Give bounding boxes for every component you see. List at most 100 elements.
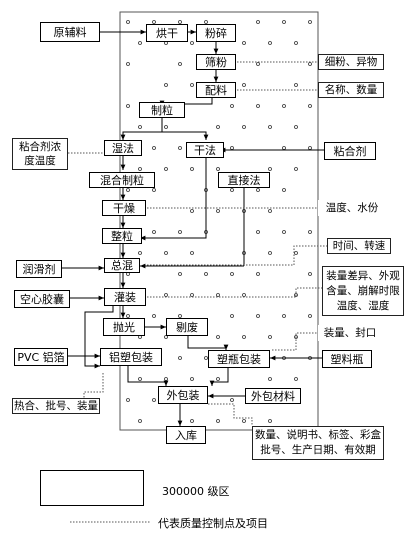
clean-zone-dot [152, 20, 156, 24]
clean-zone-dot [268, 41, 272, 45]
clean-zone-dot [216, 377, 220, 381]
clean-zone-dot [190, 419, 194, 423]
clean-zone-dot [164, 167, 168, 171]
clean-zone-dot [216, 293, 220, 297]
clean-zone-dot [256, 230, 260, 234]
bottle-qc-note: 装量、封口 [318, 325, 382, 341]
clean-zone-dot [138, 167, 142, 171]
clean-zone-dot [268, 419, 272, 423]
clean-zone-dot [204, 356, 208, 360]
clean-zone-dot [268, 167, 272, 171]
clean-zone-dot [242, 419, 246, 423]
clean-zone-dot [282, 314, 286, 318]
clean-zone-dot [126, 398, 130, 402]
clean-zone-dot [230, 104, 234, 108]
clean-zone-dot [308, 104, 312, 108]
clean-zone-dot [242, 41, 246, 45]
drying-qc-note: 温度、水份 [318, 200, 386, 216]
clean-zone-dot [190, 251, 194, 255]
clean-zone-dot [256, 104, 260, 108]
empty-capsule-box: 空心胶囊 [14, 290, 70, 308]
clean-zone-dot [282, 20, 286, 24]
clean-zone-dot [294, 293, 298, 297]
clean-zone-dot [294, 83, 298, 87]
clean-zone-dot [308, 20, 312, 24]
clean-zone-dot [126, 62, 130, 66]
clean-zone-dot [256, 20, 260, 24]
outer-material-box: 外包材料 [245, 388, 301, 404]
clean-zone-dot [242, 83, 246, 87]
binder-concentration-box: 粘合剂浓 度温度 [12, 138, 68, 170]
clean-zone-dot [230, 314, 234, 318]
drying2-box: 干燥 [102, 200, 146, 216]
clean-zone-dot [164, 251, 168, 255]
sizing-box: 整粒 [102, 228, 142, 244]
pvc-foil-box: PVC 铝箔 [14, 348, 68, 366]
clean-zone-dot [230, 398, 234, 402]
clean-zone-dot [190, 377, 194, 381]
clean-zone-dot [268, 335, 272, 339]
clean-zone-dot [152, 314, 156, 318]
sieving-box: 筛粉 [196, 54, 236, 70]
clean-zone-dot [230, 272, 234, 276]
outer-pack-box: 外包装 [158, 386, 208, 404]
mixing-qc-note: 时间、转速 [327, 238, 391, 254]
clean-zone-dot [126, 314, 130, 318]
plastic-bottle-box: 塑料瓶 [322, 350, 372, 368]
clean-zone-dot [268, 209, 272, 213]
lubricant-box: 润滑剂 [16, 260, 62, 278]
clean-zone-dot [126, 188, 130, 192]
legend-clean-zone-label: 300000 级区 [162, 485, 230, 498]
clean-zone-dot [190, 209, 194, 213]
clean-zone-dot [178, 356, 182, 360]
direct-compression-box: 直接法 [218, 172, 270, 188]
clean-zone-dot [216, 335, 220, 339]
clean-zone-dot [138, 125, 142, 129]
clean-zone-dot [294, 167, 298, 171]
blister-qc-note: 热合、批号、装量 [12, 398, 100, 414]
clean-zone-dot [152, 188, 156, 192]
polishing-box: 抛光 [103, 318, 145, 336]
clean-zone-dot [190, 41, 194, 45]
clean-zone-dot [178, 62, 182, 66]
blister-pack-box: 铝塑包装 [100, 348, 162, 366]
warehousing-box: 入库 [166, 426, 206, 444]
clean-zone-dot [138, 377, 142, 381]
clean-zone-dot [242, 335, 246, 339]
clean-zone-dot [282, 230, 286, 234]
clean-zone-dot [294, 125, 298, 129]
clean-zone-dot [164, 377, 168, 381]
clean-zone-dot [216, 125, 220, 129]
drying-box: 烘干 [146, 24, 188, 42]
legend-qc-line-label: 代表质量控制点及项目 [158, 517, 268, 530]
clean-zone-dot [178, 230, 182, 234]
clean-zone-dot [126, 104, 130, 108]
clean-zone-dot [138, 419, 142, 423]
batching-box: 配料 [196, 82, 236, 98]
clean-zone-dot [294, 335, 298, 339]
batching-qc-note: 名称、数量 [318, 82, 384, 98]
clean-zone-dot [216, 209, 220, 213]
clean-zone-dot [152, 230, 156, 234]
outer-qc-note: 数量、说明书、标签、彩盒 批号、生产日期、有效期 [252, 426, 384, 460]
clean-zone-dot [230, 188, 234, 192]
granulation-box: 制粒 [139, 102, 185, 118]
clean-zone-dot [138, 41, 142, 45]
raw-materials-box: 原辅料 [40, 22, 100, 42]
legend-clean-zone-swatch [40, 470, 144, 506]
clean-zone-dot [164, 83, 168, 87]
dry-method-box: 干法 [186, 142, 224, 158]
clean-zone-dot [294, 377, 298, 381]
clean-zone-dot [308, 314, 312, 318]
clean-zone-dot [294, 41, 298, 45]
clean-zone-border [119, 11, 319, 431]
clean-zone-dot [204, 272, 208, 276]
clean-zone-dot [138, 251, 142, 255]
clean-zone-dot [242, 125, 246, 129]
clean-zone-dot [164, 125, 168, 129]
wet-method-box: 湿法 [104, 140, 142, 156]
mixed-granulation-box: 混合制粒 [89, 172, 155, 188]
encapsulation-box: 灌装 [104, 288, 146, 306]
clean-zone-dot [190, 167, 194, 171]
